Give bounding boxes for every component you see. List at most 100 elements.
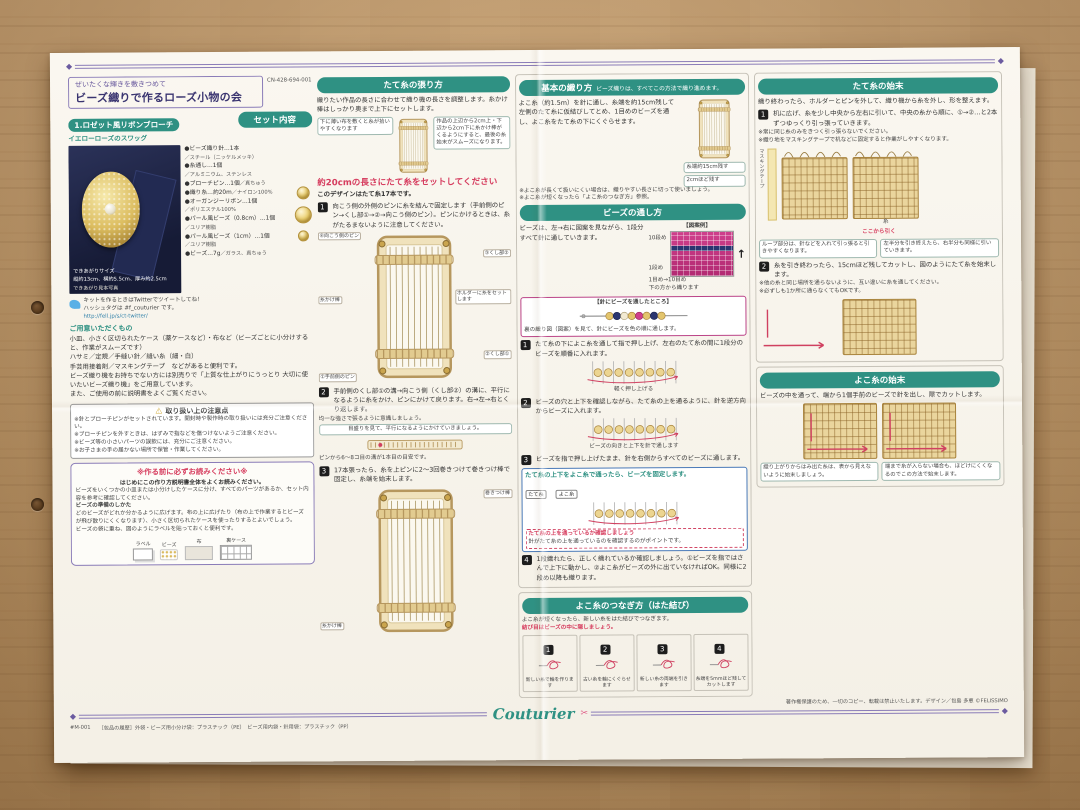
loom-label: ①手前側のピン [318, 373, 357, 383]
brand-logo: Couturier [492, 704, 575, 723]
loom-label: 糸かけ棒 [319, 621, 344, 631]
bead-grid [842, 298, 917, 356]
pull-here-label: ここから引く [862, 229, 896, 236]
item-name-block: 1.ロゼット風リボンブローチ イエローローズのスワッグ [68, 112, 180, 143]
read-first-subheader: はじめにこの作り方説明書全体をよくお読みください。 [119, 479, 265, 487]
basic-weaving-header: 基本の織り方 ビーズ織りは、すべてこの方法で織り進めます。 [518, 78, 745, 97]
loom-label: 巻きつけ棒 [483, 489, 513, 499]
set-item-detail: ／ユリア樹脂 [184, 242, 217, 249]
set-item: ●ビーズ織り針…1本／スチール（ニッケルメッキ） [184, 145, 290, 163]
warp-setup-header: たて糸の張り方 [316, 76, 510, 94]
column-basic-weaving: 基本の織り方 ビーズ織りは、すべてこの方法で織り進めます。 よこ糸（約1.5m）… [514, 72, 753, 698]
weave-step-1-text: たて糸の下によこ糸を通して指で押し上げ、左右のたて糸の間に1段分のビーズを順番に… [535, 339, 744, 358]
thread-labels: たて糸 よこ糸 [525, 480, 743, 500]
loom-illustration [694, 98, 734, 160]
set-item: ●パール風ビーズ（0.8cm）…1個／ユリア樹脂 [185, 215, 291, 233]
case-shape [220, 544, 253, 560]
weft-finish-diagram-2 [882, 402, 957, 460]
warp-finish-step-2: 2 糸を引き終わったら、15cmほど残してカットし、図のようにたて糸を始末します… [758, 259, 999, 280]
kit-title-block: ぜいたくな輝きを敷きつめて ビーズ織りで作るローズ小物の会 CN-428-694… [67, 75, 312, 109]
step-number: 2 [318, 387, 329, 398]
instruction-sheet: ◆ ◆ ぜいたくな輝きを敷きつめて ビーズ織りで作るローズ小物の会 CN-428… [49, 47, 1025, 763]
warp-intro: 織りたい作品の長さに合わせて織り機の長さを調整します。糸かけ棒はしっかり奥まで上… [316, 95, 508, 114]
cloth-shape [185, 545, 214, 560]
product-code: CN-428-694-001 [267, 77, 312, 84]
set-item-name: ●ブローチピン…1個 [184, 180, 240, 188]
read-first-line: どのビーズがどれか分かるように広げます。布の上に広げたり（布の上で作業するとビー… [75, 509, 304, 525]
weft-join-section: よこ糸のつなぎ方（はた結び） よこ糸が短くなったら、新しい糸をはた結びでつなぎま… [517, 590, 753, 698]
label-text: ビーズ [161, 541, 177, 549]
ornament-icon: ◆ [997, 56, 1004, 66]
bead-threading-header: ビーズの通し方 [519, 203, 746, 222]
warp-count-note: このデザインはたて糸17本です。 [317, 189, 415, 199]
masking-tape-shape [767, 148, 777, 221]
item-header-row: 1.ロゼット風リボンブローチ イエローローズのスワッグ セット内容 [68, 111, 312, 143]
masking-tape-label: マスキングテープ [758, 148, 765, 189]
step-number: 1 [520, 340, 531, 351]
loom-diagram-1: ④向こう側のピン ③くし部② ホルダーに糸をセットします ①手前側のピン ②くし… [317, 231, 512, 384]
finished-size-value: 縦約13cm、横約5.5cm、厚み約2.5cm [73, 275, 167, 283]
step-number: 2 [600, 644, 611, 655]
loom-label: ③くし部② [482, 249, 511, 258]
needle-with-beads-illustration [524, 308, 742, 322]
weave-note: ※よこ糸が短くなったら「よこ糸のつなぎ方」参照。 [519, 194, 653, 202]
set-item: ●パール風ビーズ（1cm）…1個／ユリア樹脂 [185, 232, 291, 250]
knot-caption: 糸端を5mmほど残してカットします [695, 676, 747, 688]
read-first-line: ビーズの袋に重ね、図のようにラベルを貼っておくと便利です。 [75, 525, 237, 533]
twitter-line1: キットを作るときはTwitterでツイートしてね！ [83, 297, 203, 304]
set-item-detail: ／スチール（ニッケルメッキ） [184, 154, 258, 161]
set-item-detail: ／ガラス、真ちゅう [220, 250, 268, 257]
item-name: 1.ロゼット風リボンブローチ [68, 118, 180, 132]
ornament-rule [591, 709, 999, 716]
packaging-note: ［包品の履歴］外袋・ビーズ用小分け袋：プラスチック（PE） ビーズ用内袋・針用袋… [98, 724, 352, 732]
warp-tip-cloth: 下に薄い布を敷くと糸が拾いやすくなります [316, 116, 394, 136]
step-number: 3 [318, 465, 329, 476]
knot-caption: 新しい糸の両端を引きます [639, 676, 688, 688]
weft-finish-notes: 織り上がりからはみ出た糸は、表から見えないように始末しましょう。 端まで糸が入ら… [760, 461, 1001, 482]
twitter-note: キットを作るときはTwitterでツイートしてね！ ハッシュタグは #f_cou… [69, 296, 313, 319]
knot-illustration [638, 655, 689, 673]
step-number: 3 [657, 643, 668, 654]
set-item-name: ●パール風ビーズ（0.8cm）…1個 [184, 215, 276, 223]
supplies-line: ビーズ織り機をお持ちでない方には別売りで「上質な仕上がりにうっとり 大切に使いた… [69, 370, 309, 389]
loom-label: ホルダーに糸をセットします [454, 289, 511, 305]
warp-finish-step-2-text: 糸を引き終わったら、15cmほど残してカットし、図のようにたて糸を始末します。 [773, 259, 997, 279]
warp-finish-header: たて糸の始末 [757, 77, 999, 95]
warp-step-3: 3 17本張ったら、糸を上ピンに2〜3回巻きつけて巻きつけ棒で固定し、糸端を始末… [318, 464, 512, 485]
item-subtitle: イエローローズのスワッグ [68, 134, 148, 143]
warp-finish-section: たて糸の始末 織り終わったら、ホルダーとピンを外して、織り機から糸を外し、形を整… [753, 71, 1004, 363]
weft-thread-label: よこ糸 [555, 490, 578, 500]
warp-step-3-text: 17本張ったら、糸を上ピンに2〜3回巻きつけて巻きつけ棒で固定し、糸端を始末しま… [333, 464, 510, 484]
comb-gauge-diagram [326, 436, 504, 453]
sheet-footer: 著作権保護のため、一切のコピー、転載は禁止いたします。デザイン／包島 多恵 ©F… [70, 697, 1008, 732]
step-number: 3 [520, 455, 531, 466]
weave-direction-arrow: ↑ [736, 247, 746, 261]
needle-threaded-box: 【針にビーズを通したところ】 裏の織り図（図案）を見て、針にビーズを色の順に通し… [519, 295, 747, 338]
set-item-detail: ／ユリア樹脂 [184, 224, 217, 231]
weave-intro-row: よこ糸（約1.5m）を針に通し、糸端を約15cm残して左側のたて糸に仮結びしてと… [519, 98, 746, 188]
step-number: 4 [714, 643, 725, 654]
supplies-section: ご用意いただくもの 小皿、小さく区切られたケース（薬ケースなど）・布など（ビーズ… [69, 322, 313, 399]
loop-tip: ループ部分は、針などを入れて引っ張ると引きやすくなります。 [758, 239, 878, 259]
ornament-icon: ◆ [1001, 706, 1008, 716]
warp-finish-note: ※必ずしも1か所に通らなくてもOKです。 [759, 288, 865, 295]
pattern-chart [669, 230, 734, 278]
step-number: 4 [521, 555, 532, 566]
masking-tape-block: マスキングテープ [758, 148, 777, 221]
set-item-detail: ／真ちゅう [239, 180, 266, 187]
bead-prep-diagram: ラベル ビーズ 布 裏ケース [76, 536, 310, 561]
needle-direction-label: ビーズの向きと上下を針で通します [589, 443, 679, 451]
twitter-text-block: キットを作るときはTwitterでツイートしてね！ ハッシュタグは #f_cou… [83, 297, 202, 319]
set-contents-list: ●ビーズ織り針…1本／スチール（ニッケルメッキ） ●糸通し…1個／アルミニウム、… [184, 144, 312, 293]
warp-gauge-note: 目盛りを見て、平行になるようにかけていきましょう。 [318, 422, 512, 436]
ornament-rule [79, 712, 487, 719]
thread-end-label: 2cmほど残す [683, 175, 746, 187]
knot-step-3: 3 新しい糸の両端を引きます [636, 633, 692, 691]
warp-finish-diagram-3 [759, 298, 999, 356]
caution-line: ※お子さまの手の届かない場所で保管・作業してください。 [74, 446, 225, 454]
pearl-bead [104, 203, 116, 215]
label-text: 布 [196, 538, 202, 545]
set-item-detail: ／アルミニウム、ステンレス [184, 171, 252, 179]
bead-row-diagram [529, 500, 739, 527]
kit-title-box: ぜいたくな輝きを敷きつめて ビーズ織りで作るローズ小物の会 [67, 75, 264, 109]
